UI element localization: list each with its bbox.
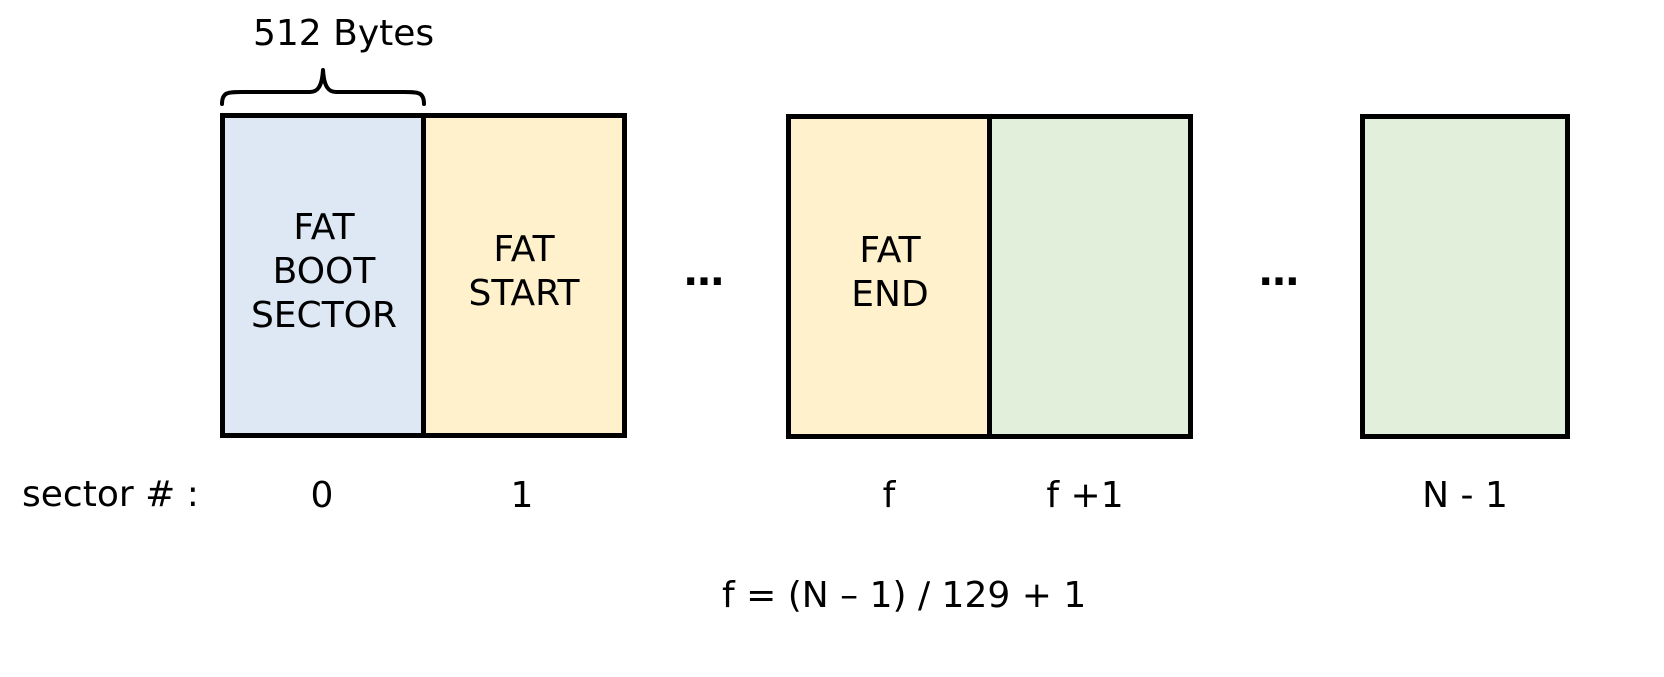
sector-box-last bbox=[1360, 114, 1570, 439]
sector-number-prefix: sector # : bbox=[22, 474, 199, 515]
sector-label-fat-end: FAT END bbox=[851, 229, 929, 315]
sector-box-boot: FAT BOOT SECTOR bbox=[220, 113, 428, 438]
sector-size-label: 512 Bytes bbox=[253, 13, 435, 54]
sector-box-fat-end: FAT END bbox=[786, 114, 994, 439]
sector-box-fat-start: FAT START bbox=[421, 113, 627, 438]
formula: f = (N – 1) / 129 + 1 bbox=[722, 575, 1087, 616]
sector-label-boot: FAT BOOT SECTOR bbox=[250, 206, 398, 336]
sector-box-f-plus-1 bbox=[987, 114, 1193, 439]
sector-number-f: f bbox=[882, 475, 896, 516]
ellipsis-1: … bbox=[684, 249, 726, 295]
sector-label-fat-start: FAT START bbox=[468, 228, 580, 314]
sector-number-0: 0 bbox=[310, 475, 334, 516]
sector-size-brace bbox=[220, 68, 426, 106]
sector-number-last: N - 1 bbox=[1422, 475, 1508, 516]
sector-number-f-plus-1: f +1 bbox=[1046, 475, 1124, 516]
ellipsis-2: … bbox=[1259, 249, 1301, 295]
sector-number-1: 1 bbox=[510, 475, 534, 516]
